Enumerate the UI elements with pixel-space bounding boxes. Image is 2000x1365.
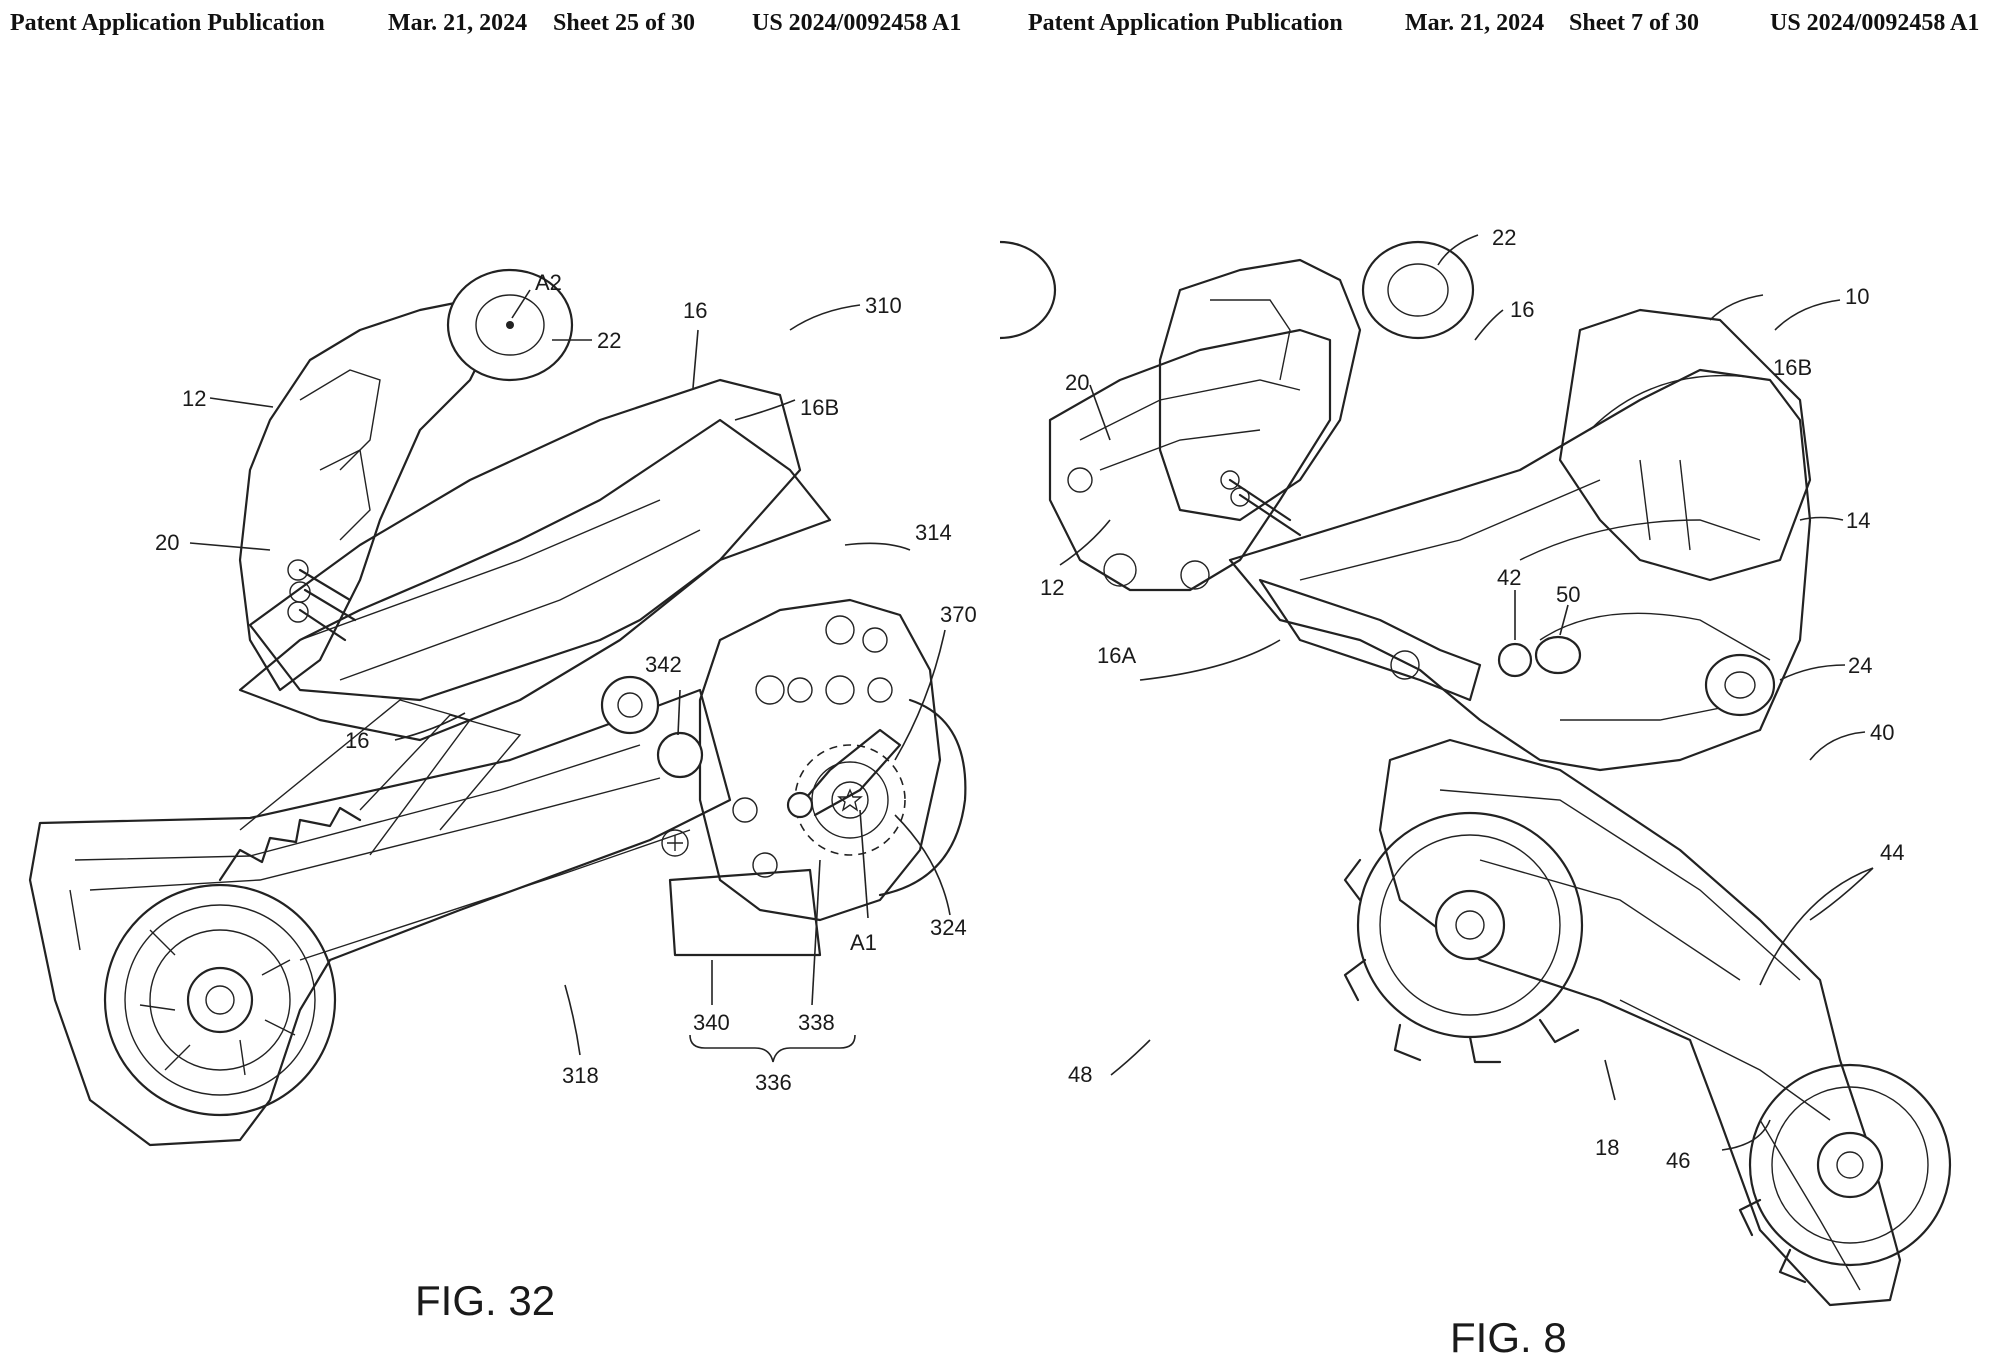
- pivot-boss-22: [1000, 240, 1475, 340]
- ref-342: 342: [645, 652, 682, 677]
- housing-plate: [698, 598, 942, 922]
- ref-22: 22: [1492, 225, 1516, 250]
- ref-22: 22: [597, 328, 621, 353]
- ref-10: 10: [1845, 284, 1869, 309]
- patent-sheet-right: Patent Application Publication Mar. 21, …: [1000, 0, 2000, 1365]
- ref-40: 40: [1870, 720, 1894, 745]
- link-16: [248, 378, 802, 702]
- adjust-screws: [1220, 470, 1302, 537]
- lower-pulley: [103, 883, 337, 1117]
- cage-outline: [1378, 738, 1902, 1307]
- base-member: [238, 418, 832, 742]
- bracket-12: [1048, 328, 1332, 592]
- ref-16b: 16B: [800, 395, 839, 420]
- arm-16a: [1258, 578, 1482, 702]
- figure-label-fig32: FIG. 32: [415, 1277, 555, 1324]
- ref-12: 12: [1040, 575, 1064, 600]
- ref-50: 50: [1556, 582, 1580, 607]
- ref-336: 336: [755, 1070, 792, 1095]
- ref-24: 24: [1848, 653, 1872, 678]
- ref-338: 338: [798, 1010, 835, 1035]
- pivot-boss-a2: [446, 268, 574, 382]
- housing-16b: [1558, 308, 1812, 582]
- upper-pulley-48: [1343, 811, 1584, 1064]
- header-patent-number: US 2024/0092458 A1: [1770, 10, 1980, 36]
- main-pivot-a1: [786, 728, 906, 856]
- ref-318: 318: [562, 1063, 599, 1088]
- ref-a2: A2: [535, 270, 562, 295]
- ref-16b: 16B: [1773, 355, 1812, 380]
- lower-pulley-46: [1738, 1063, 1952, 1284]
- ref-18: 18: [1595, 1135, 1619, 1160]
- ref-16-top: 16: [683, 298, 707, 323]
- ref-340: 340: [693, 1010, 730, 1035]
- header-sheet: Sheet 7 of 30: [1569, 10, 1699, 36]
- fig-8-drawing: 22 16 10 20 16B 12 14 42 50 16A 24 40 44…: [1000, 225, 1952, 1361]
- fig-32-drawing: A2 22 16 310 12 16B 20 314 370 342 16 A1…: [28, 268, 977, 1324]
- ref-20: 20: [1065, 370, 1089, 395]
- ref-310: 310: [865, 293, 902, 318]
- ref-16a: 16A: [1097, 643, 1136, 668]
- ref-12: 12: [182, 386, 206, 411]
- header-patent-number: US 2024/0092458 A1: [752, 10, 962, 36]
- bracket-12: [238, 298, 502, 692]
- cross-screw: [661, 829, 689, 857]
- sprocket-teeth: [218, 806, 362, 882]
- ref-370: 370: [940, 602, 977, 627]
- header-publication: Patent Application Publication: [10, 10, 325, 36]
- ref-324: 324: [930, 915, 967, 940]
- ref-48: 48: [1068, 1062, 1092, 1087]
- ref-a1: A1: [850, 930, 877, 955]
- ref-20: 20: [155, 530, 179, 555]
- ref-46: 46: [1666, 1148, 1690, 1173]
- ref-314: 314: [915, 520, 952, 545]
- adjust-screws: [287, 559, 357, 642]
- ref-14: 14: [1846, 508, 1870, 533]
- header-date: Mar. 21, 2024: [1405, 10, 1545, 36]
- header-sheet: Sheet 25 of 30: [553, 10, 695, 36]
- header-publication: Patent Application Publication: [1028, 10, 1343, 36]
- header-date: Mar. 21, 2024: [388, 10, 528, 36]
- ref-16-lower: 16: [345, 728, 369, 753]
- ref-16: 16: [1510, 297, 1534, 322]
- cage-outline: [28, 688, 732, 1147]
- patent-sheet-left: Patent Application Publication Mar. 21, …: [10, 10, 977, 1324]
- link-16: [1228, 368, 1812, 772]
- frame-block: [1158, 258, 1362, 522]
- figure-label-fig8: FIG. 8: [1450, 1314, 1567, 1361]
- ref-42: 42: [1497, 565, 1521, 590]
- ref-44: 44: [1880, 840, 1904, 865]
